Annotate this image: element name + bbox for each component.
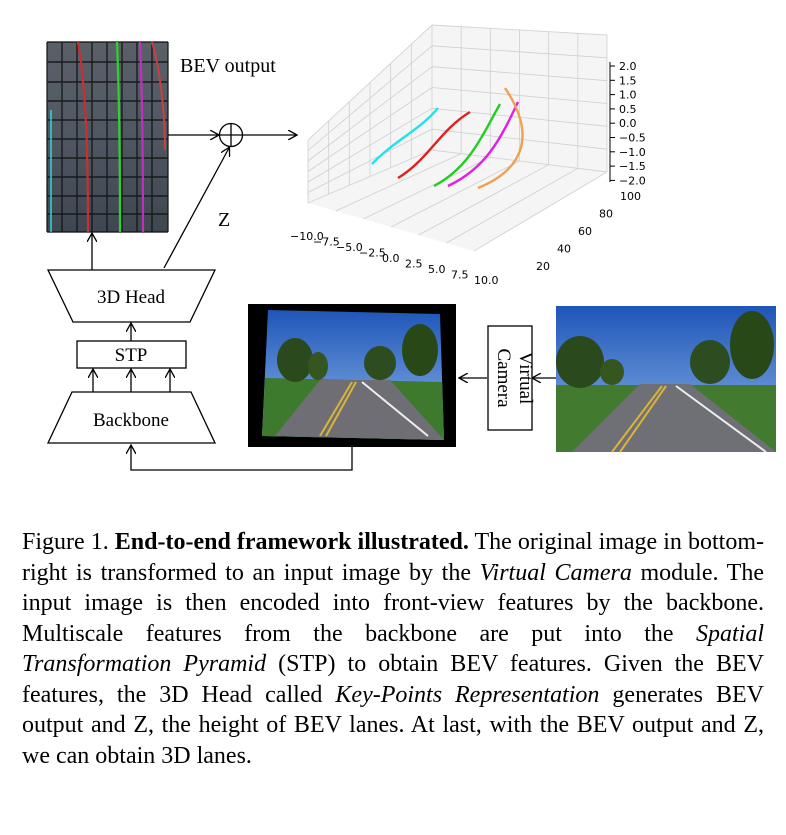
plot-lane-cyan	[371, 107, 439, 165]
3d-head-label: 3D Head	[97, 287, 166, 308]
caption-stp-full: Spatial Transformation Pyramid	[22, 620, 764, 678]
plot-lanes	[371, 87, 524, 190]
input-image	[248, 304, 456, 447]
y-tick-label: 80	[599, 208, 613, 221]
bev-output-image	[46, 41, 169, 233]
z-tick-label: 1.5	[619, 74, 637, 87]
z-tick-label: 1.0	[619, 89, 637, 102]
x-tick-label: 5.0	[428, 263, 446, 276]
x-tick-label: −7.5	[313, 236, 340, 249]
caption-virtual-camera: Virtual Camera	[479, 559, 632, 586]
bev-lane-red-right	[151, 41, 166, 151]
bev-grid	[46, 41, 169, 233]
plot-lane-red	[397, 110, 471, 180]
stp-label: STP	[115, 345, 148, 366]
plot-grid	[307, 26, 608, 244]
bev-lane-green	[115, 41, 122, 233]
x-tick-label: 7.5	[451, 269, 469, 282]
plot-panes	[307, 24, 608, 252]
x-tick-label: −2.5	[359, 247, 386, 260]
y-tick-label: 60	[578, 225, 592, 238]
x-tick-label: 2.5	[405, 258, 423, 271]
z-tick-label: −1.5	[619, 160, 646, 173]
caption-text-3: (STP) to obtain BEV features. Given the …	[22, 651, 765, 708]
z-tick-label: 0.5	[619, 103, 637, 116]
y-axis-ticks: 20 40 60 80 100	[536, 190, 641, 273]
z-tick-label: −0.5	[619, 132, 646, 145]
backbone-label: Backbone	[93, 410, 169, 431]
bev-output-label: BEV output	[180, 55, 276, 77]
x-tick-label: 0.0	[382, 252, 400, 265]
lane-3d-plot: 2.01.51.00.50.0−0.5−1.0−1.5−2.0 −10.0−7.…	[290, 24, 646, 287]
combine-node	[218, 122, 244, 148]
x-tick-label: 10.0	[474, 274, 499, 287]
y-tick-label: 20	[536, 260, 550, 273]
bev-lane-magenta	[138, 41, 145, 233]
z-label: Z	[218, 209, 230, 231]
caption-title: End-to-end framework illustrated.	[114, 529, 469, 555]
z-tick-label: −1.0	[619, 146, 646, 159]
y-tick-label: 40	[557, 243, 571, 256]
figure-caption: Figure 1. End-to-end framework illustrat…	[22, 527, 764, 771]
caption-text-1: The original image in bottom-right is tr…	[22, 529, 764, 586]
bev-lane-red	[76, 41, 90, 233]
plot-lane-magenta	[447, 101, 520, 188]
original-image	[556, 306, 776, 453]
z-tick-label: 2.0	[619, 60, 637, 73]
y-tick-label: 100	[620, 190, 641, 203]
input-to-backbone-arrow	[131, 446, 353, 471]
x-tick-label: −5.0	[336, 241, 363, 254]
plot-lane-green	[433, 103, 502, 188]
z-arrow	[163, 148, 229, 269]
z-tick-label: −2.0	[619, 174, 646, 187]
framework-figure: BEV output Z 3D Head STP Backbone	[46, 24, 776, 471]
caption-figure-label: Figure 1.	[22, 529, 109, 555]
caption-kpr: Key-Points Representation	[335, 681, 600, 708]
virtual-camera-label-1: Virtual	[515, 352, 536, 405]
z-tick-label: 0.0	[619, 117, 637, 130]
caption-text-4: generates BEV output and Z, the height o…	[22, 681, 764, 769]
backbone-block: Backbone	[46, 391, 217, 444]
3d-head-block: 3D Head	[46, 269, 217, 323]
z-axis-ticks: 2.01.5 1.00.50.0 −0.5−1.0−1.5−2.0	[610, 60, 646, 187]
caption-text-2: module. The input image is then encoded …	[22, 559, 764, 647]
virtual-camera-block: Virtual Camera	[487, 325, 536, 431]
x-tick-label: −10.0	[290, 230, 324, 243]
plot-lane-orange	[477, 87, 524, 190]
stp-block: STP	[76, 340, 187, 369]
x-axis-ticks: −10.0−7.5−5.0−2.50.0 2.5 5.0 7.5 10.0	[290, 230, 499, 287]
virtual-camera-label-2: Camera	[493, 348, 514, 408]
